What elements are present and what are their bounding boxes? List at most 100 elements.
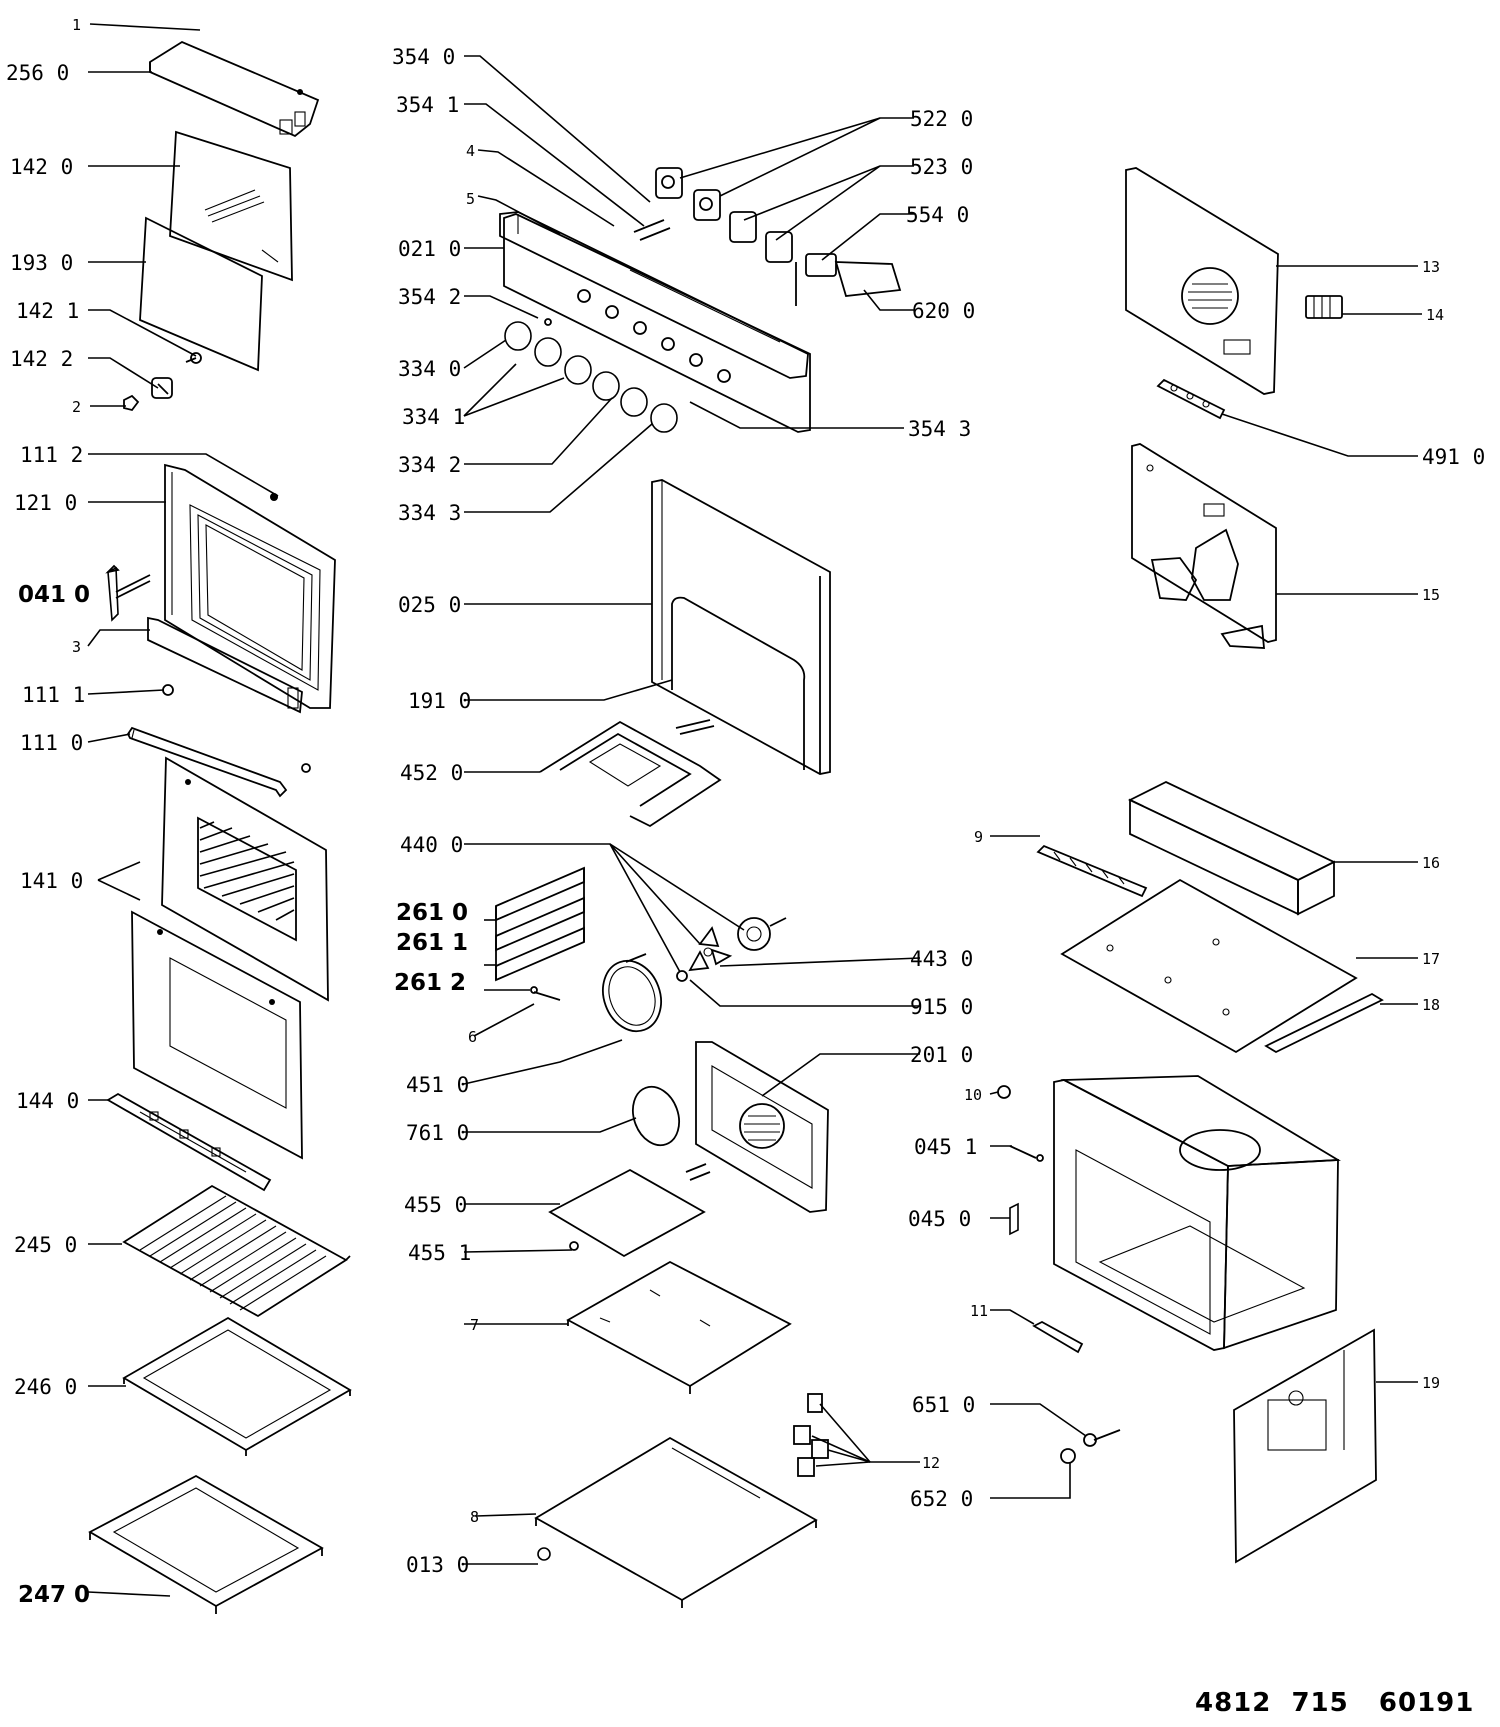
- label-354-2: 354 2: [398, 285, 461, 309]
- label-17: 17: [1422, 950, 1440, 968]
- label-443: 443 0: [910, 947, 973, 971]
- part-oven-cavity: [1053, 1075, 1341, 1351]
- label-491: 491 0: [1422, 445, 1485, 469]
- label-142-0: 142 0: [10, 155, 73, 179]
- label-452: 452 0: [400, 761, 463, 785]
- label-6: 6: [468, 1028, 477, 1046]
- label-245: 245 0: [14, 1233, 77, 1257]
- part-wire-shelf: [122, 1184, 351, 1318]
- label-354-0: 354 0: [392, 45, 455, 69]
- part-door-hinge: [105, 564, 151, 622]
- part-door-trim: [147, 616, 303, 714]
- part-door-seal-strip: [106, 1092, 272, 1192]
- part-light-holder: [1036, 844, 1148, 898]
- label-261-0: 261 0: [396, 900, 468, 926]
- part-screw: [530, 986, 561, 1001]
- label-7: 7: [470, 1316, 479, 1334]
- part-door-outer-panel: [161, 756, 329, 1002]
- part-fan-motor: [737, 917, 787, 951]
- label-261-1: 261 1: [396, 930, 468, 956]
- label-455-0: 455 0: [404, 1193, 467, 1217]
- part-fan-nut: [676, 970, 688, 982]
- label-652: 652 0: [910, 1487, 973, 1511]
- label-191: 191 0: [408, 689, 471, 713]
- label-554: 554 0: [906, 203, 969, 227]
- label-334-2: 334 2: [398, 453, 461, 477]
- label-455-1: 455 1: [408, 1241, 471, 1265]
- label-111-0: 111 0: [20, 731, 83, 755]
- part-outer-glass-panel: [169, 130, 293, 282]
- part-door-handle: [126, 726, 311, 798]
- label-193: 193 0: [10, 251, 73, 275]
- label-334-1: 334 1: [402, 405, 465, 429]
- part-knob-shaft-pins: [544, 219, 671, 326]
- label-915: 915 0: [910, 995, 973, 1019]
- part-drip-pan: [88, 1474, 324, 1614]
- label-523: 523 0: [910, 155, 973, 179]
- part-top-plate: [1060, 878, 1358, 1054]
- part-fan-gasket: [632, 1085, 680, 1147]
- part-inner-glass-panel: [139, 216, 263, 372]
- part-bracket: [151, 377, 173, 399]
- part-knob-panel: [503, 213, 811, 433]
- label-620: 620 0: [912, 299, 975, 323]
- label-3: 3: [72, 638, 81, 656]
- label-15: 15: [1422, 586, 1440, 604]
- label-261-2: 261 2: [394, 970, 466, 996]
- part-door-inner-panel: [131, 910, 303, 1160]
- part-shelf-support: [1032, 1320, 1084, 1354]
- part-control-panel-cover: [149, 40, 320, 138]
- label-142-2: 142 2: [10, 347, 73, 371]
- label-246: 246 0: [14, 1375, 77, 1399]
- label-013: 013 0: [406, 1553, 469, 1577]
- part-front-strip: [1264, 992, 1384, 1054]
- part-shelf-runners: [495, 866, 585, 982]
- label-13: 13: [1422, 258, 1440, 276]
- label-1: 1: [72, 16, 81, 34]
- label-11: 11: [970, 1302, 988, 1320]
- label-8: 8: [470, 1508, 479, 1526]
- leader-lines: [87, 23, 1422, 1597]
- label-354-1: 354 1: [396, 93, 459, 117]
- part-terminal-block: [1305, 295, 1343, 319]
- label-761: 761 0: [406, 1121, 469, 1145]
- part-oven-floor-plate: [566, 1260, 792, 1394]
- label-16: 16: [1422, 854, 1440, 872]
- label-440: 440 0: [400, 833, 463, 857]
- part-oven-door-frame: [164, 463, 336, 709]
- part-door-lock-bracket: [1009, 1202, 1019, 1236]
- part-top-heating-element: [539, 719, 722, 828]
- label-142-1: 142 1: [16, 299, 79, 323]
- part-labels: 1 256 0 142 0 193 0 142 1 142 2 2 111 2 …: [6, 16, 1485, 1608]
- label-9: 9: [974, 828, 983, 846]
- part-side-frame: [1131, 443, 1277, 649]
- label-18: 18: [1422, 996, 1440, 1014]
- document-number: 4812 715 60191: [1195, 1688, 1475, 1718]
- label-141: 141 0: [20, 869, 83, 893]
- part-baking-tray: [122, 1316, 352, 1456]
- part-spacer: [162, 684, 174, 696]
- label-041: 041 0: [18, 582, 90, 608]
- label-045-1: 045 1: [914, 1135, 977, 1159]
- part-timer-switches: [655, 167, 902, 306]
- part-element-screw: [569, 1241, 579, 1251]
- label-247: 247 0: [18, 1582, 90, 1608]
- part-oven-back-panel: [651, 479, 831, 775]
- part-top-duct: [1127, 780, 1337, 916]
- part-control-knobs: [504, 321, 678, 433]
- part-oven-seal: [671, 596, 806, 770]
- part-side-wall: [1233, 1328, 1377, 1564]
- label-4: 4: [466, 142, 475, 160]
- label-256: 256 0: [6, 61, 69, 85]
- label-111-2: 111 2: [20, 443, 83, 467]
- part-fan-blade: [688, 926, 733, 972]
- label-12: 12: [922, 1454, 940, 1472]
- part-glass-clip: [185, 352, 202, 364]
- label-334-3: 334 3: [398, 501, 461, 525]
- label-651: 651 0: [912, 1393, 975, 1417]
- part-circular-heating-element: [602, 953, 662, 1033]
- label-2: 2: [72, 398, 81, 416]
- part-fan-cover: [695, 1041, 829, 1213]
- label-451: 451 0: [406, 1073, 469, 1097]
